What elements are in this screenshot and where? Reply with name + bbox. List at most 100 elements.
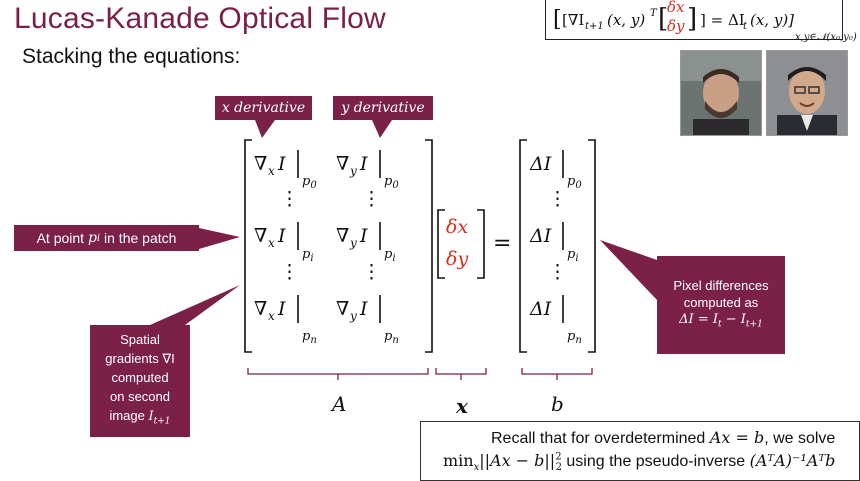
recall-min: min xyxy=(443,451,474,470)
top-eq-vec-bracket-left: [ xyxy=(658,4,668,34)
person-photo-left xyxy=(680,50,762,136)
top-eq-nabla-I: [∇I xyxy=(562,11,584,29)
matrix-equation: ∇ x I p0 ∇ y I p0 ⋮ ⋮ ∇ x I pi ∇ y I pi … xyxy=(244,139,596,418)
person-photo-right xyxy=(766,50,848,136)
matrix-a-bracket-left xyxy=(244,139,252,353)
pixel-formula-mid: − I xyxy=(721,311,746,327)
dots-col1-b: ⋮ xyxy=(280,261,299,283)
b-rown-deltaI: ΔI xyxy=(529,298,552,320)
row0-gy-I: I xyxy=(359,153,368,175)
recall-box: Recall that for overdetermined Ax = b, w… xyxy=(420,421,860,481)
dots-col2-b: ⋮ xyxy=(362,261,381,283)
vector-b-bracket-right xyxy=(588,139,596,353)
top-eq-lhs-sup: T xyxy=(650,8,658,19)
b-row0-deltaI: ΔI xyxy=(529,153,552,175)
matrix-a-bracket-right xyxy=(425,139,433,353)
point-callout-text: At point xyxy=(36,230,85,246)
spatial-callout-image: image xyxy=(109,408,145,424)
vector-b-bracket-left xyxy=(519,139,527,353)
b-row0-p: p0 xyxy=(567,174,582,191)
rowi-gx-p: pi xyxy=(302,247,314,264)
dots-col1-a: ⋮ xyxy=(280,188,299,210)
rown-gy-sub: y xyxy=(349,309,357,323)
recall-line1: Recall that for overdetermined Ax = b, w… xyxy=(491,428,835,448)
label-b: b xyxy=(551,392,564,416)
vector-x-bracket-right xyxy=(477,209,485,279)
recall-mid: using the pseudo-inverse xyxy=(561,453,750,470)
pixel-differences-callout: Pixel differences computed as ΔI = It − … xyxy=(657,256,785,354)
vector-x-bracket-left xyxy=(437,209,445,279)
b-dots-b: ⋮ xyxy=(548,261,567,283)
b-rowi-deltaI: ΔI xyxy=(529,225,552,247)
slide-title: Lucas-Kanade Optical Flow xyxy=(14,2,386,35)
spatial-callout-sub: t+1 xyxy=(153,416,171,427)
spatial-callout-line4: on second xyxy=(110,389,170,405)
row0-gy: ∇ xyxy=(336,153,349,175)
recall-line1-eq: Ax = b xyxy=(709,428,765,447)
y-derivative-tag: y derivative xyxy=(333,96,433,120)
top-equation-box xyxy=(545,0,843,40)
pixel-formula-a: ΔI = I xyxy=(679,311,718,327)
vector-delta-y: δy xyxy=(446,248,468,270)
spatial-callout-line3: computed xyxy=(111,370,169,386)
spatial-gradients-callout: Spatial gradients ∇I computed on second … xyxy=(90,325,190,437)
recall-line2: minx||Ax − b||22 using the pseudo-invers… xyxy=(443,451,835,473)
top-eq-lhs: [∇I xyxy=(562,11,584,29)
spatial-callout-line1: Spatial xyxy=(120,332,160,348)
row0-gx-sub: x xyxy=(268,164,275,178)
row0-gx: ∇ xyxy=(254,153,267,175)
rown-gy-I: I xyxy=(359,298,368,320)
spatial-callout-var: I xyxy=(148,409,154,425)
spatial-callout-line5: image It+1 xyxy=(109,406,170,432)
rown-gy-p: pn xyxy=(384,329,399,346)
recall-pinv: (AᵀA)⁻¹Aᵀb xyxy=(749,451,836,470)
row0-gy-p: p0 xyxy=(384,174,399,191)
point-callout-pointer xyxy=(199,228,240,249)
pixel-callout-line1: Pixel differences xyxy=(673,277,769,293)
rowi-gy-p: pi xyxy=(384,247,396,264)
vector-delta-x: δx xyxy=(446,216,468,238)
slide-subtitle: Stacking the equations: xyxy=(22,45,241,68)
callout-pointers xyxy=(150,120,657,325)
top-eq-lhs-args: (x, y) xyxy=(607,11,645,29)
top-eq-vec-bottom: δy xyxy=(667,17,685,35)
recall-norm-sub: 2 xyxy=(555,462,562,474)
rowi-gy-I: I xyxy=(359,225,368,247)
top-eq-rhs-sub: t xyxy=(743,21,748,32)
top-eq-domain: x,y∈𝒩(x₀,y₀) xyxy=(795,32,857,43)
recall-line1-post: , we solve xyxy=(764,430,836,447)
rown-gx-p: pn xyxy=(302,329,317,346)
rown-gy: ∇ xyxy=(336,298,349,320)
label-a: A xyxy=(330,392,346,416)
top-eq-lhs-sub: t+1 xyxy=(585,21,604,32)
row0-gy-sub: y xyxy=(349,164,357,178)
top-equation: [ [∇I t+1 (x, y) T [ δx δy ] ] = ΔI t (x… xyxy=(553,0,857,43)
top-eq-bracket-left: [ xyxy=(553,7,562,32)
dots-col2-a: ⋮ xyxy=(362,188,381,210)
brace-x xyxy=(435,368,487,375)
recall-min-sub: x xyxy=(473,462,480,474)
rown-gx-sub: x xyxy=(268,309,275,323)
point-callout-sub: i xyxy=(96,232,101,244)
rowi-gx-sub: x xyxy=(268,236,275,250)
brace-b xyxy=(521,368,593,375)
spatial-callout-pointer xyxy=(150,285,240,325)
recall-norm-sup: 2 xyxy=(555,451,562,463)
point-callout-var: p xyxy=(87,230,97,246)
pixel-callout-pointer xyxy=(600,240,657,300)
top-eq-vec-top: δx xyxy=(667,0,685,16)
equals-sign: = xyxy=(493,231,511,256)
brace-a xyxy=(247,368,429,375)
x-derivative-tag: x derivative xyxy=(215,96,312,120)
rowi-gy-sub: y xyxy=(349,236,357,250)
rowi-gx-I: I xyxy=(277,225,286,247)
b-dots-a: ⋮ xyxy=(548,188,567,210)
y-tag-pointer xyxy=(372,120,392,138)
row0-gx-I: I xyxy=(277,153,286,175)
b-rown-p: pn xyxy=(567,329,582,346)
rowi-gx: ∇ xyxy=(254,225,267,247)
row0-gx-p: p0 xyxy=(302,174,317,191)
spatial-callout-line2: gradients ∇I xyxy=(105,351,175,367)
pixel-formula-sub1: t xyxy=(718,319,722,330)
